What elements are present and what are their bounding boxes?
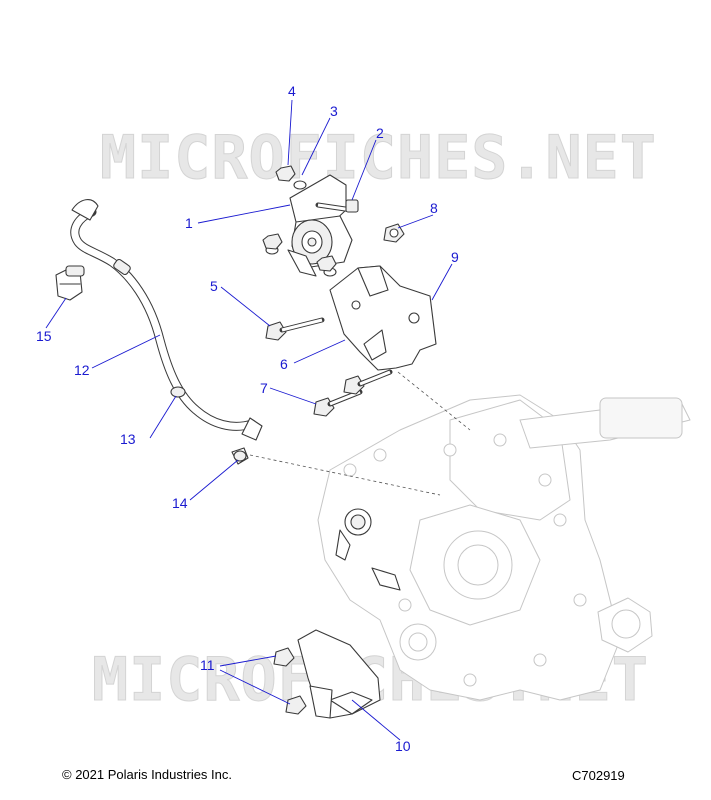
transmission-input-gear bbox=[335, 508, 401, 591]
callout-10: 10 bbox=[395, 738, 411, 754]
callout-7: 7 bbox=[260, 380, 268, 396]
leader-14 bbox=[189, 459, 239, 501]
callout-13: 13 bbox=[120, 431, 136, 447]
leader-4 bbox=[287, 99, 293, 166]
leader-6 bbox=[293, 339, 346, 364]
long-bolt-lower bbox=[313, 369, 393, 417]
leader-3 bbox=[301, 117, 331, 176]
leader-5 bbox=[220, 286, 271, 327]
leader-2 bbox=[351, 139, 377, 201]
nuts bbox=[262, 165, 337, 272]
vent-fitting bbox=[55, 265, 85, 301]
mount-bracket bbox=[329, 265, 437, 371]
copyright-text: © 2021 Polaris Industries Inc. bbox=[62, 767, 232, 782]
engine-mount bbox=[287, 174, 353, 277]
callout-9: 9 bbox=[451, 249, 459, 265]
callout-5: 5 bbox=[210, 278, 218, 294]
callout-2: 2 bbox=[376, 125, 384, 141]
mount-bolt bbox=[315, 199, 359, 213]
leader-8 bbox=[397, 214, 434, 229]
callout-8: 8 bbox=[430, 200, 438, 216]
callout-6: 6 bbox=[280, 356, 288, 372]
callout-1: 1 bbox=[185, 215, 193, 231]
leader-11a bbox=[219, 655, 277, 667]
leader-1 bbox=[197, 204, 291, 224]
leader-10 bbox=[351, 699, 401, 741]
callout-11: 11 bbox=[200, 657, 215, 673]
callout-12: 12 bbox=[74, 362, 90, 378]
vent-hose bbox=[70, 199, 263, 441]
callout-4: 4 bbox=[288, 83, 296, 99]
leader-9 bbox=[431, 263, 453, 301]
transmission-housing bbox=[317, 394, 691, 701]
lower-bracket bbox=[297, 629, 381, 719]
leader-11b bbox=[219, 669, 291, 705]
bracket-bolt bbox=[383, 223, 405, 243]
long-bolt-upper bbox=[265, 317, 325, 341]
watermark-top: MICROFICHES.NET bbox=[100, 123, 657, 193]
callout-3: 3 bbox=[330, 103, 338, 119]
leader-7 bbox=[269, 387, 317, 405]
lower-bracket-bolts bbox=[273, 647, 307, 715]
leader-13 bbox=[149, 395, 177, 439]
callout-15: 15 bbox=[36, 328, 52, 344]
callout-14: 14 bbox=[172, 495, 188, 511]
vent-cap bbox=[231, 447, 249, 465]
hose-clamp bbox=[170, 386, 186, 398]
leader-12 bbox=[91, 334, 161, 369]
leader-line-vent bbox=[249, 454, 441, 496]
diagram-code: C702919 bbox=[572, 768, 625, 783]
leader-15 bbox=[45, 297, 67, 329]
